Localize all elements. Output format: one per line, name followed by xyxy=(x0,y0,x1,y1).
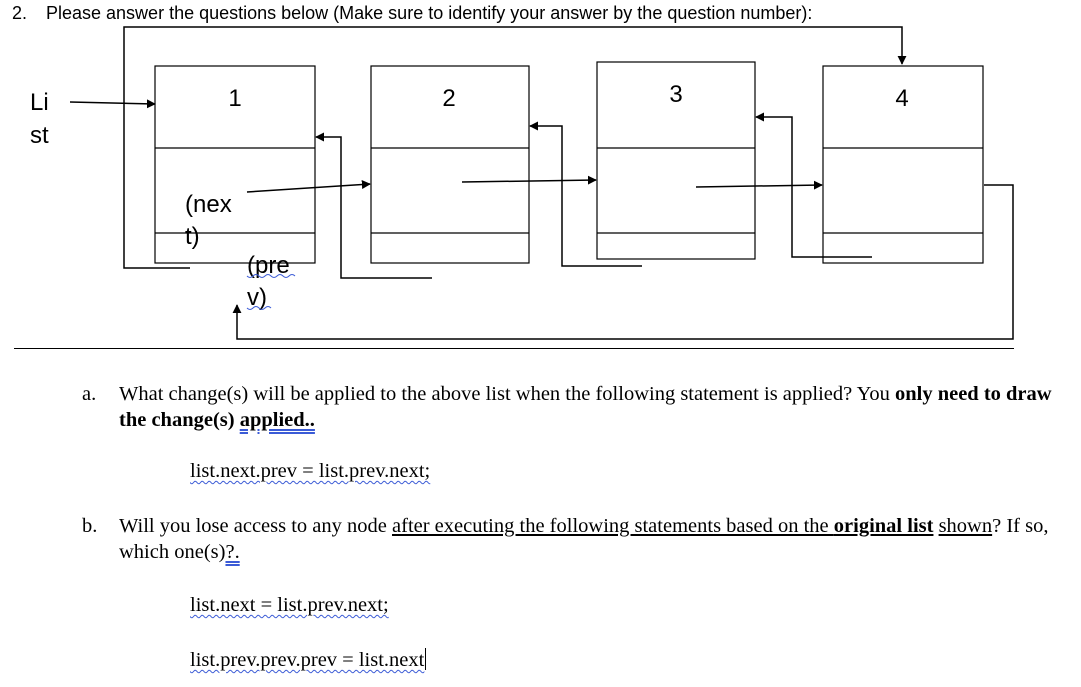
linked-list-diagram: Li st 1 2 3 4 (nex t) (pre v) xyxy=(30,26,1014,340)
node-3-value: 3 xyxy=(669,81,682,108)
part-b-underlined-text-2: shown xyxy=(938,515,993,537)
prev-label-line2: v) xyxy=(247,284,267,311)
node-2-value: 2 xyxy=(442,85,455,112)
prev-arrow-1-to-4 xyxy=(123,26,907,269)
question-header: 2. Please answer the questions below (Mak… xyxy=(12,3,812,24)
list-label-line2: st xyxy=(30,122,49,149)
node-3 xyxy=(596,61,756,260)
part-b: b. Will you lose access to any node afte… xyxy=(82,513,1062,569)
node-4 xyxy=(822,65,984,264)
node-1 xyxy=(154,65,316,264)
part-a-bold-underlined: applied.. xyxy=(239,409,315,431)
list-label-line1: Li xyxy=(30,89,49,116)
prev-arrow-2-to-1 xyxy=(315,132,432,279)
next-label-line1: (nex xyxy=(185,191,232,218)
part-a-bold-text: only need to draw the change(s) xyxy=(119,383,1052,431)
part-a-text-1: What change(s) will be applied to the ab… xyxy=(119,383,895,405)
next-arrow-2-to-3 xyxy=(461,175,597,185)
part-a-statement-text: list.next.prev = list.prev.next; xyxy=(190,460,431,482)
prev-arrow-3-to-2 xyxy=(529,121,642,267)
part-b-text: Will you lose access to any node after e… xyxy=(119,513,1059,565)
prev-arrow-4-to-3 xyxy=(755,112,872,258)
part-b-letter: b. xyxy=(82,515,98,537)
question-number: 2. xyxy=(12,3,28,23)
part-a-statement: list.next.prev = list.prev.next; xyxy=(190,460,430,483)
node-2 xyxy=(370,65,530,264)
part-a-text: What change(s) will be applied to the ab… xyxy=(119,381,1059,433)
part-b-statement-1: list.next = list.prev.next; xyxy=(190,594,389,617)
next-label-line2: t) xyxy=(185,223,200,250)
part-b-statement-2: list.prev.prev.prev = list.next xyxy=(190,648,427,672)
text-cursor xyxy=(425,648,427,670)
prev-label-squiggle xyxy=(246,274,296,278)
part-b-statement-2-text: list.prev.prev.prev = list.next xyxy=(190,649,425,671)
part-b-text-1: Will you lose access to any node xyxy=(119,515,393,537)
next-arrow-3-to-4 xyxy=(695,180,823,190)
list-pointer-arrow xyxy=(69,99,156,109)
prev-label-squiggle-2 xyxy=(246,306,272,310)
node-1-value: 1 xyxy=(228,85,241,112)
next-arrow-4-to-1 xyxy=(232,184,1014,340)
node-4-value: 4 xyxy=(895,85,908,112)
part-b-underlined-text: after executing the following statements… xyxy=(392,515,834,537)
part-b-text-3: ?. xyxy=(225,541,240,563)
section-divider xyxy=(14,348,1014,349)
part-b-bold-underlined: original list xyxy=(833,515,934,537)
part-b-text-2: ? If so, which one(s) xyxy=(119,515,1049,563)
part-a: a. What change(s) will be applied to the… xyxy=(82,381,1062,437)
part-a-letter: a. xyxy=(82,383,97,405)
question-prompt: Please answer the questions below (Make … xyxy=(46,3,813,23)
next-arrow-1-to-2 xyxy=(246,180,371,193)
part-b-statement-1-text: list.next = list.prev.next; xyxy=(190,594,389,616)
